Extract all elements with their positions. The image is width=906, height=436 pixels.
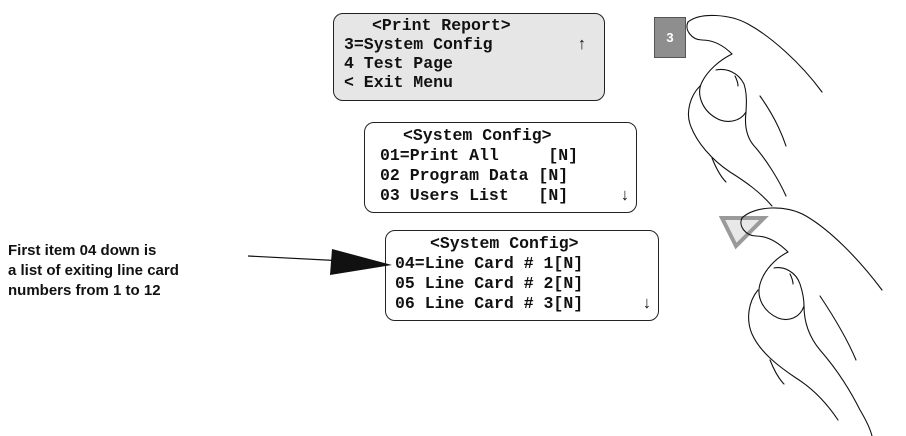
up-arrow-icon: ↑ bbox=[577, 35, 587, 54]
note-line-1: First item 04 down is bbox=[8, 242, 157, 259]
menu-item-test-page: 4 Test Page bbox=[344, 54, 453, 73]
menu-item-users-list: 03 Users List [N] bbox=[380, 186, 569, 205]
down-arrow-key-icon bbox=[718, 216, 769, 250]
note-line-3: numbers from 1 to 12 bbox=[8, 282, 161, 299]
annotation-note: First item 04 down is a list of exiting … bbox=[8, 241, 298, 301]
note-line-2: a list of exiting line card bbox=[8, 262, 179, 279]
system-config-panel-2: <System Config> 04=Line Card # 1[N] 05 L… bbox=[385, 230, 659, 321]
menu-item-line-card-2: 05 Line Card # 2[N] bbox=[395, 274, 584, 293]
menu-item-exit-menu: < Exit Menu bbox=[344, 73, 453, 92]
print-report-title: <Print Report> bbox=[372, 16, 511, 35]
system-config-title: <System Config> bbox=[403, 126, 552, 145]
system-config-panel-1: <System Config> 01=Print All [N] 02 Prog… bbox=[364, 122, 637, 213]
print-report-panel: <Print Report> 3=System Config ↑ 4 Test … bbox=[333, 13, 605, 101]
menu-item-line-card-3: 06 Line Card # 3[N] bbox=[395, 294, 584, 313]
menu-item-print-all: 01=Print All [N] bbox=[380, 146, 579, 165]
menu-item-line-card-1: 04=Line Card # 1[N] bbox=[395, 254, 584, 273]
menu-item-program-data: 02 Program Data [N] bbox=[380, 166, 569, 185]
hand-pressing-key-3-icon bbox=[686, 14, 823, 207]
system-config-title-2: <System Config> bbox=[430, 234, 579, 253]
down-arrow-icon: ↓ bbox=[620, 186, 630, 205]
menu-item-system-config: 3=System Config bbox=[344, 35, 493, 54]
down-arrow-icon-2: ↓ bbox=[642, 294, 652, 313]
hand-pressing-down-arrow-key-icon bbox=[740, 207, 883, 436]
pointer-arrow-icon bbox=[247, 249, 392, 275]
key-3-button: 3 bbox=[654, 17, 686, 58]
